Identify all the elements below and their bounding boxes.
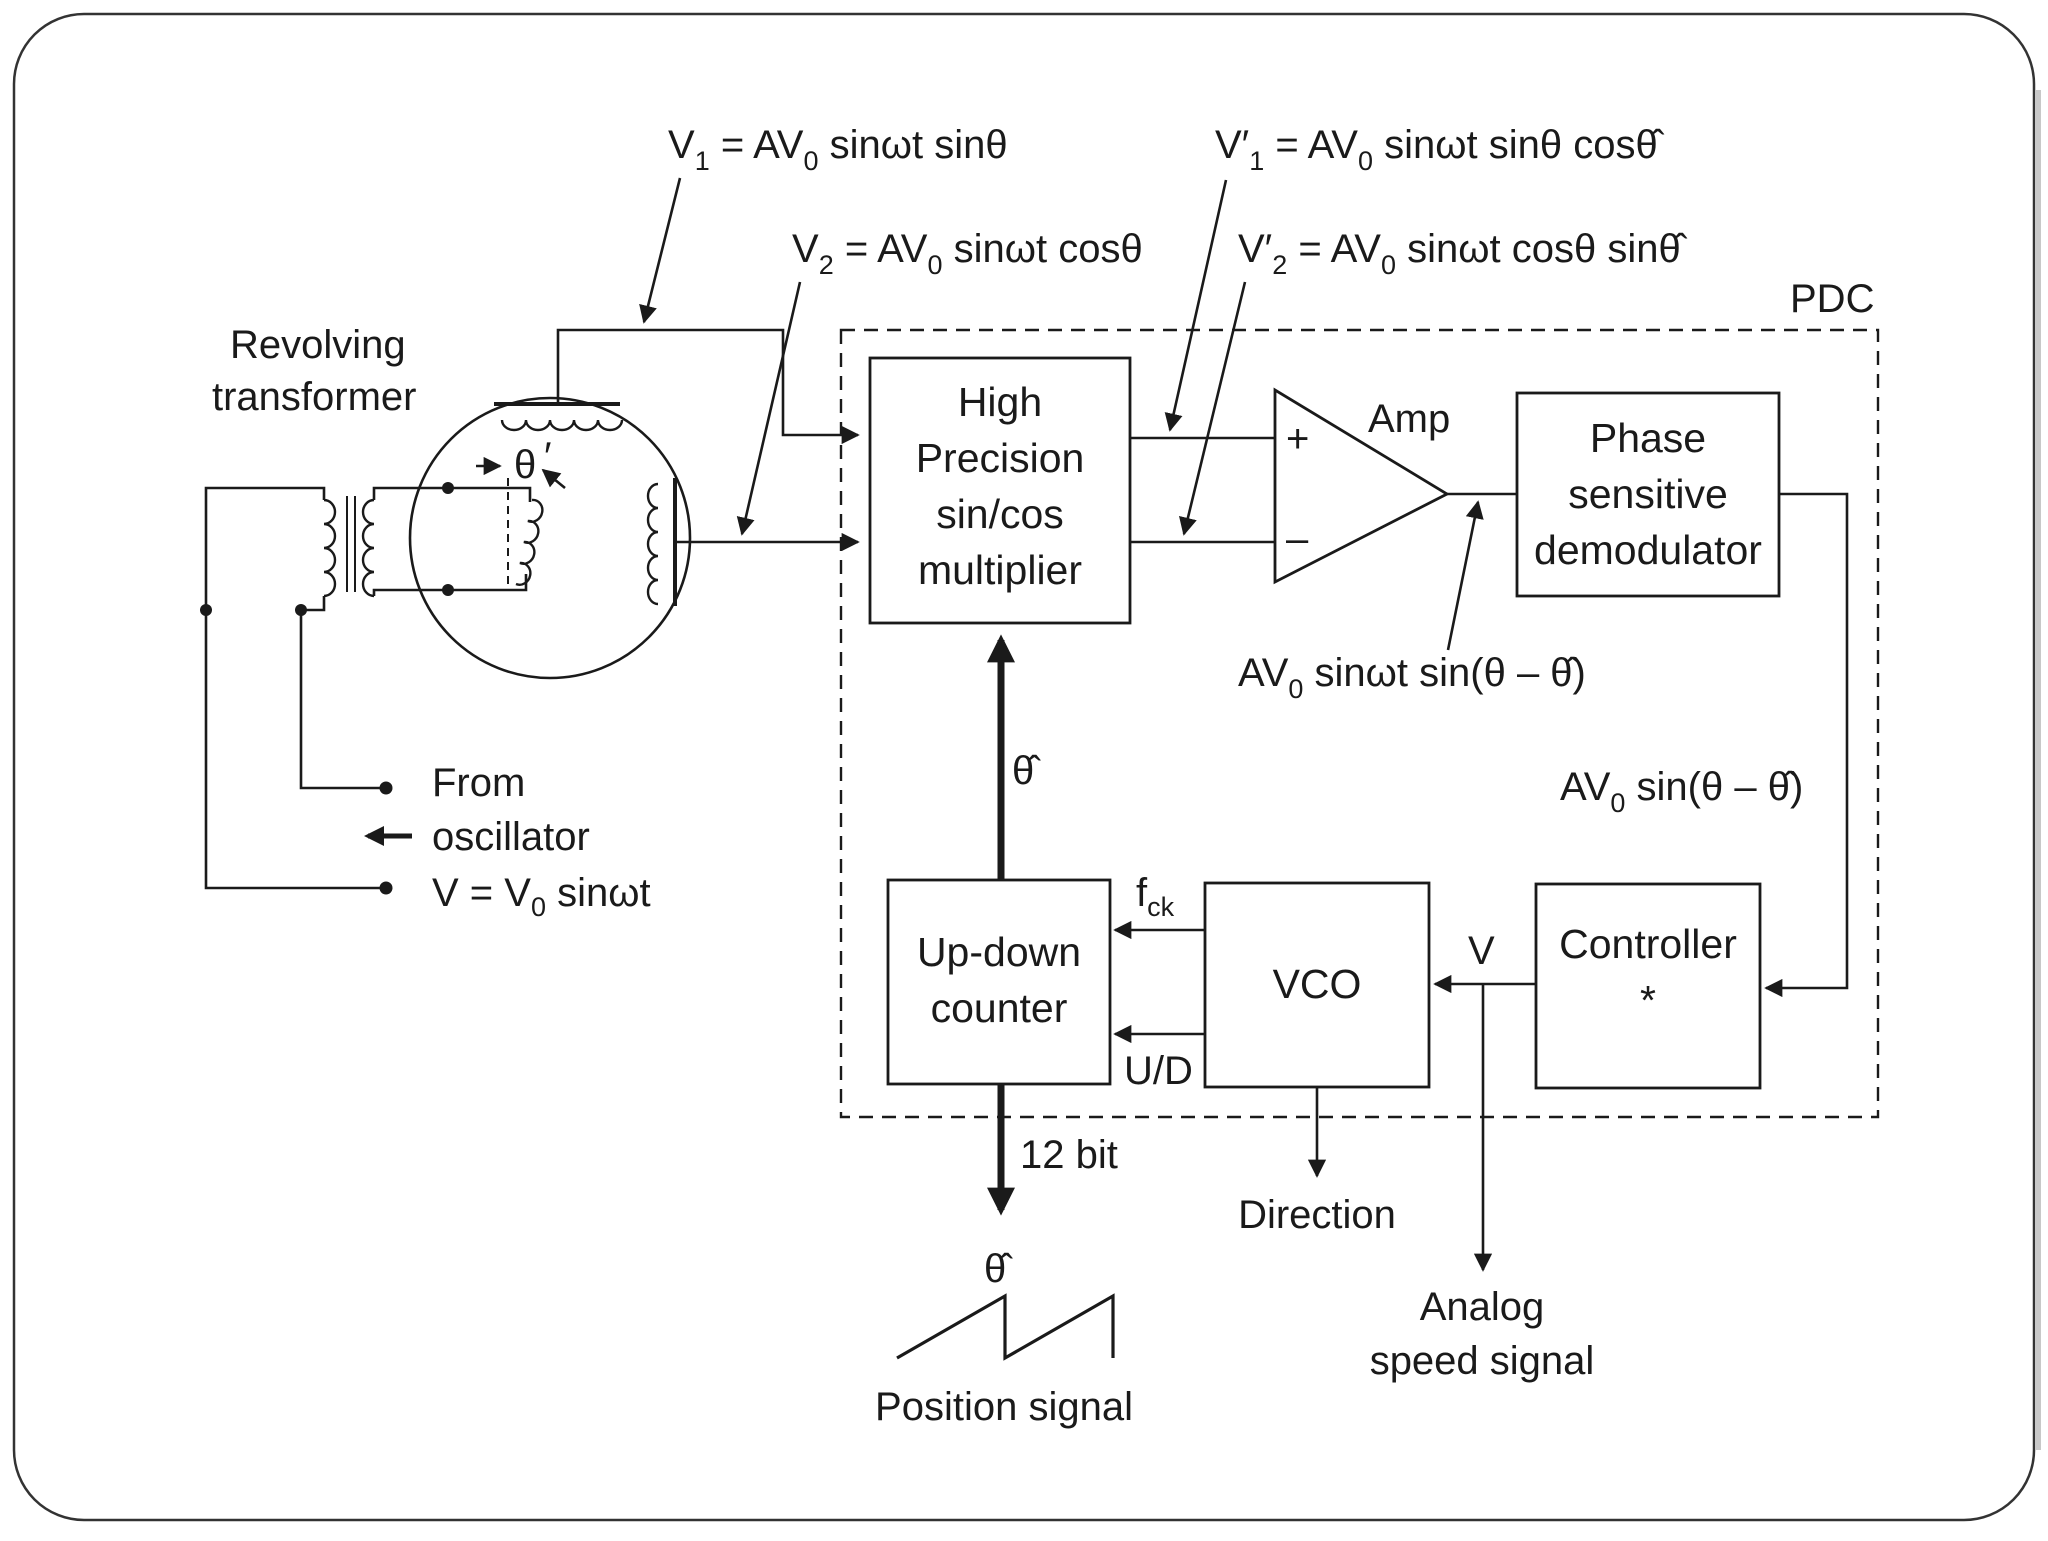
osc-voltage-label: V = V0 sinωt	[432, 871, 651, 922]
amp-plus: +	[1286, 417, 1309, 461]
theta-angle-label: θ	[514, 443, 536, 487]
amp-out-pointer	[1446, 500, 1484, 651]
v1-prime-pointer	[1164, 179, 1228, 432]
amp-label: Amp	[1368, 397, 1450, 441]
svg-text:*: *	[1640, 977, 1656, 1023]
cosine-stator-coil	[646, 482, 659, 606]
terminal	[379, 881, 393, 895]
controller-block	[1534, 882, 1762, 1090]
theta-hat-feedback-label: θ̂	[1012, 749, 1041, 793]
amplifier-triangle	[1273, 387, 1450, 585]
oscillator-label: oscillator	[432, 815, 590, 859]
counter-block	[886, 878, 1112, 1086]
position-signal-label: Position signal	[875, 1385, 1133, 1429]
v2-prime-equation: V′2 = AV0 sinωt cosθ sinθ̂	[1238, 227, 1688, 280]
speed-signal-label: speed signal	[1370, 1339, 1595, 1383]
pdc-label: PDC	[1790, 277, 1874, 321]
twelve-bit-label: 12 bit	[1020, 1133, 1118, 1177]
svg-text:sensitive: sensitive	[1568, 471, 1728, 517]
revolving-label: Revolving	[230, 323, 406, 367]
svg-text:Precision: Precision	[916, 435, 1085, 481]
svg-text:High: High	[958, 379, 1042, 425]
ud-label: U/D	[1124, 1049, 1193, 1093]
osc-wire-top	[299, 596, 386, 790]
v1-equation: V1 = AV0 sinωt sinθ	[668, 123, 1008, 176]
svg-text:Up-down: Up-down	[917, 929, 1081, 975]
transformer-label: transformer	[212, 375, 417, 419]
demodulator-block	[1515, 391, 1781, 598]
v1-pointer	[639, 177, 682, 324]
direction-label: Direction	[1238, 1193, 1396, 1237]
v2-pointer	[736, 281, 802, 536]
multiplier-block	[868, 356, 1132, 625]
input-primary-coil	[323, 498, 337, 598]
svg-text:sin/cos: sin/cos	[936, 491, 1064, 537]
analog-label: Analog	[1420, 1285, 1545, 1329]
svg-text:VCO: VCO	[1273, 961, 1362, 1007]
svg-text:Controller: Controller	[1559, 921, 1737, 967]
svg-text:multiplier: multiplier	[918, 547, 1082, 593]
vco-block	[1203, 881, 1431, 1089]
svg-text:Phase: Phase	[1590, 415, 1706, 461]
svg-text:demodulator: demodulator	[1534, 527, 1762, 573]
v1-wire	[556, 328, 860, 445]
theta-hat-output-label: θ̂	[984, 1247, 1013, 1291]
amp-output-label: AV0 sinωt sin(θ – θ̂)	[1238, 651, 1586, 704]
sine-stator-coil	[500, 419, 624, 432]
input-secondary-coil	[361, 498, 375, 598]
rotor-coil	[515, 498, 544, 586]
v2-prime-pointer	[1179, 281, 1247, 536]
pdc-boundary	[839, 328, 1880, 1119]
revolving-transformer: θ ′	[200, 328, 860, 895]
terminal	[379, 781, 393, 795]
svg-text:′: ′	[544, 435, 552, 479]
fck-label: fck	[1136, 871, 1175, 922]
amp-minus: –	[1286, 517, 1309, 561]
osc-wire-bottom	[204, 486, 386, 890]
slide-frame	[12, 12, 2036, 1522]
v1-prime-equation: V′1 = AV0 sinωt sinθ cosθ̂	[1215, 123, 1665, 176]
v-label: V	[1468, 929, 1495, 973]
demod-to-controller	[1764, 492, 1849, 998]
rotor-circle	[408, 396, 692, 680]
v2-equation: V2 = AV0 sinωt cosθ	[792, 227, 1143, 280]
from-label: From	[432, 761, 525, 805]
demod-output-label: AV0 sin(θ – θ̂)	[1560, 765, 1803, 818]
position-sawtooth	[896, 1293, 1115, 1361]
svg-text:counter: counter	[931, 985, 1068, 1031]
